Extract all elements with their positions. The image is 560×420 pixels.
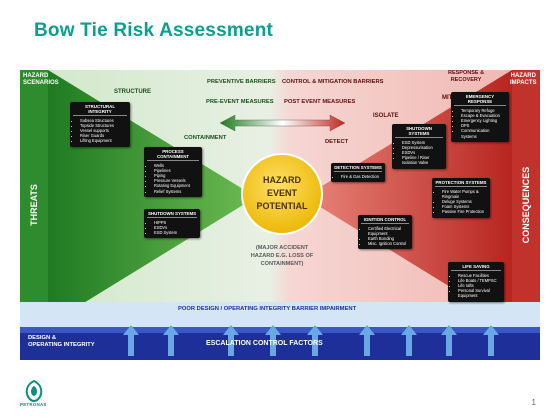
threats-label: THREATS [29,184,39,226]
list-item: ESD System [154,230,197,235]
list-item: Personal Survival Equipment [458,288,501,298]
list-item: Wells [154,163,199,168]
page-title: Bow Tie Risk Assessment [34,20,274,41]
threats-band [20,70,48,325]
list-item: Passive Fire Protection [442,209,487,214]
list-item: Subsea Structures [80,118,127,123]
poor-design-label: POOR DESIGN / OPERATING INTEGRITY BARRIE… [178,306,357,312]
pre-post-event-arrow [219,114,346,132]
escalation-label: ESCALATION CONTROL FACTORS [206,340,323,347]
box-title: DETECTION SYSTEMS [334,165,382,172]
list-item: DPS [461,123,506,128]
response-recovery-label: RESPONSE &RECOVERY [448,70,485,83]
box-title: SHUTDOWN SYSTEMS [395,126,443,138]
list-item: Riser Guards [80,133,127,138]
list-item: Rescue Facilities [458,273,501,278]
design-integrity-label: DESIGN &OPERATING INTEGRITY [28,335,95,348]
consequences-label: CONSEQUENCES [521,166,531,244]
list-item: Foam Systems [442,204,487,209]
petronas-logo-icon [25,379,43,403]
page-number: 1 [531,398,536,407]
list-item: Temporary Refuge [461,108,506,113]
pre-event-label: PRE-EVENT MEASURES [206,99,274,105]
structure-label: STRUCTURE [114,89,151,95]
list-item: Earth Bonding [368,236,409,241]
detection-systems-box: DETECTION SYSTEMS Fire & Gas Detection [331,163,385,182]
list-item: ESDVs [402,150,443,155]
list-item: Escape & Evacuation [461,113,506,118]
list-item: Fire Water Pumps & Ringmain [442,189,487,199]
process-containment-box: PROCESS CONTAINMENT Wells Pipelines Pipi… [144,147,202,197]
box-title: EMERGENCY RESPONSE [454,94,506,106]
list-item: Emergency Lighting [461,118,506,123]
box-title: PROTECTION SYSTEMS [435,180,487,187]
life-saving-box: LIFE SAVING Rescue Facilities Life Boats… [448,262,504,302]
list-item: Fire & Gas Detection [341,174,382,179]
containment-label: CONTAINMENT [184,135,227,141]
petronas-logo: PETRONAS [20,379,52,407]
post-event-label: POST EVENT MEASURES [284,99,356,105]
list-item: Relief Systems [154,189,199,194]
box-title: PROCESS CONTAINMENT [147,149,199,161]
box-title: LIFE SAVING [451,264,501,271]
protection-systems-box: PROTECTION SYSTEMS Fire Water Pumps & Ri… [432,178,490,218]
emergency-response-box: EMERGENCY RESPONSE Temporary Refuge Esca… [451,92,509,142]
list-item: Rotating Equipment [154,183,199,188]
list-item: ESDVs [154,225,197,230]
preventive-barriers-label: PREVENTIVE BARRIERS [207,79,276,85]
list-item: Pressure Vessels [154,178,199,183]
isolate-label: ISOLATE [373,113,399,119]
list-item: Communication Systems [461,128,506,138]
list-item: Life rafts [458,283,501,288]
detect-label: DETECT [325,139,349,145]
control-mitigation-barriers-label: CONTROL & MITIGATION BARRIERS [282,79,384,85]
shutdown-systems-left-box: SHUTDOWN SYSTEMS HIPPS ESDVs ESD System [144,209,200,239]
structural-integrity-box: STRUCTURAL INTEGRITY Subsea Structures T… [70,102,130,147]
list-item: Misc. Ignition Control [368,241,409,246]
list-item: Certified Electrical Equipment [368,226,409,236]
logo-text: PETRONAS [20,402,47,407]
list-item: Lifting Equipment [80,138,127,143]
list-item: Vessel supports [80,128,127,133]
box-title: IGNITION CONTROL [361,217,409,224]
list-item: Pipelines [154,168,199,173]
box-title: SHUTDOWN SYSTEMS [147,211,197,218]
list-item: Pipeline / Riser Isolation Valve [402,155,443,165]
list-item: Piping [154,173,199,178]
shutdown-systems-right-box: SHUTDOWN SYSTEMS ESD System Depressurisa… [392,124,446,169]
list-item: HIPPS [154,220,197,225]
escalation-arrows [123,325,499,356]
list-item: ESD System [402,140,443,145]
list-item: Life Boats / TEMPSC [458,278,501,283]
consequences-band [512,70,540,325]
list-item: Deluge Systems [442,199,487,204]
box-title: STRUCTURAL INTEGRITY [73,104,127,116]
ignition-control-box: IGNITION CONTROL Certified Electrical Eq… [358,215,412,250]
poor-design-band [20,302,540,327]
hazard-circle [241,153,323,235]
list-item: Topside Structures [80,123,127,128]
list-item: Depressurisation [402,145,443,150]
